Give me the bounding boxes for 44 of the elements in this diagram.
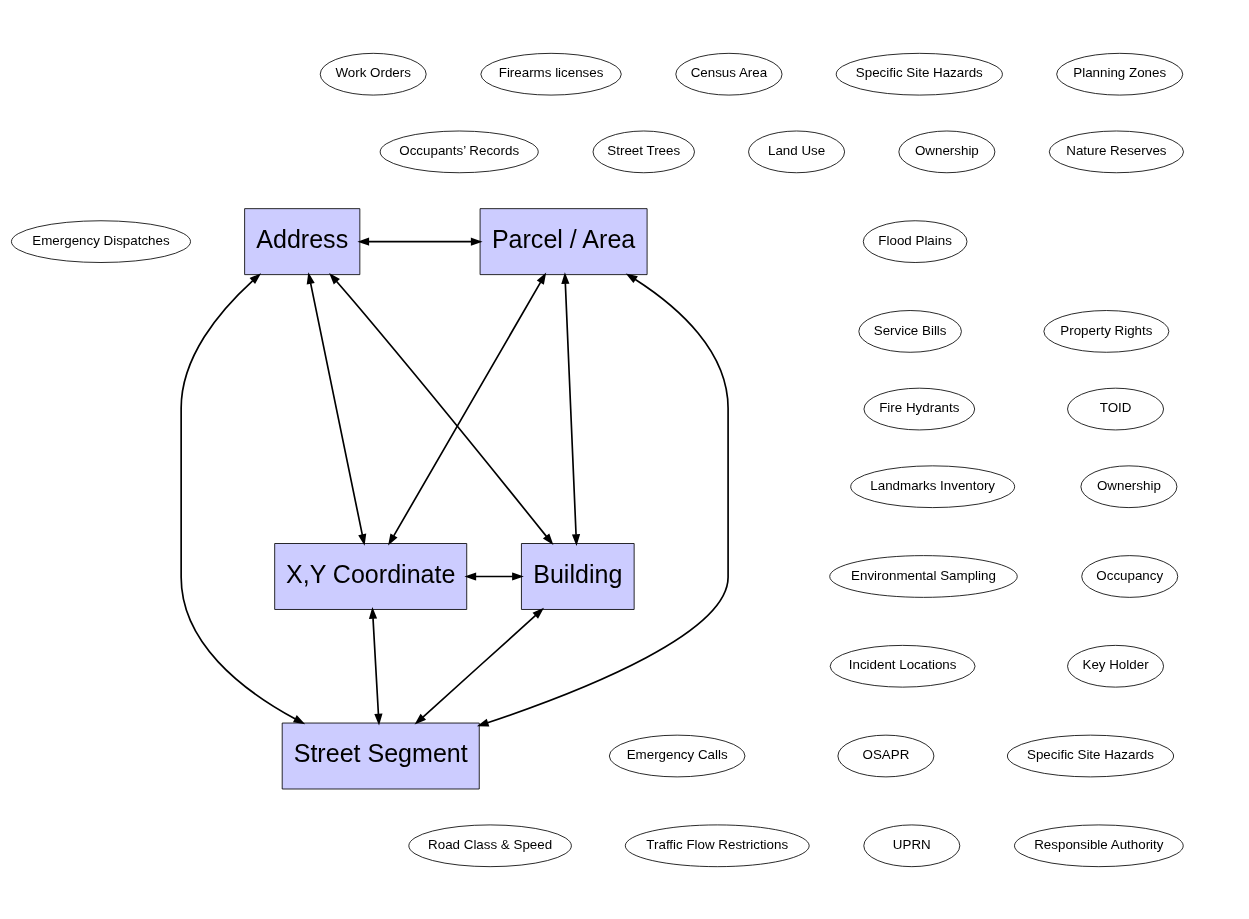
node-ellipse: Landmarks Inventory	[850, 464, 1016, 508]
node-ellipse: Nature Reserves	[1048, 130, 1184, 173]
node-ellipse: Work Orders	[319, 52, 427, 95]
arrow	[368, 606, 383, 725]
node-ellipse: Fire Hydrants	[863, 387, 976, 430]
node-box: Address	[244, 207, 361, 275]
node-ellipse: Traffic Flow Restrictions	[624, 824, 810, 867]
arrow	[357, 237, 483, 246]
node-box: Street Segment	[281, 722, 480, 789]
arrow	[414, 607, 544, 725]
node-box: X,Y Coordinate	[274, 542, 468, 610]
arrow	[180, 272, 306, 724]
arrow	[464, 571, 524, 581]
node-ellipse: Specific Site Hazards	[835, 52, 1003, 95]
arrow	[476, 272, 729, 727]
arrow	[329, 272, 554, 545]
arrow	[561, 271, 581, 546]
node-ellipse: Ownership	[898, 130, 996, 173]
node-ellipse: Occupancy	[1081, 554, 1179, 598]
node-ellipse: Emergency Calls	[608, 734, 746, 777]
node-ellipse: Environmental Sampling	[829, 554, 1018, 598]
node-ellipse: Responsible Authority	[1014, 824, 1184, 867]
node-ellipse: Planning Zones	[1056, 52, 1184, 95]
node-ellipse: Census Area	[675, 52, 783, 95]
node-ellipse: OSAPR	[837, 734, 935, 777]
node-ellipse: Occupants’ Records	[379, 130, 539, 173]
node-ellipse: UPRN	[863, 824, 961, 867]
node-ellipse: Incident Locations	[829, 644, 976, 688]
node-box: Building	[521, 542, 635, 610]
node-box: Parcel / Area	[479, 207, 648, 275]
node-ellipse: Ownership	[1080, 464, 1178, 508]
node-ellipse: Property Rights	[1043, 309, 1170, 353]
arrow	[306, 271, 367, 546]
node-ellipse: Key Holder	[1067, 644, 1164, 688]
arrow	[388, 272, 547, 546]
node-ellipse: Land Use	[748, 130, 845, 173]
node-ellipse: Firearms licenses	[480, 52, 622, 95]
node-ellipse: Specific Site Hazards	[1006, 734, 1174, 777]
node-ellipse: Street Trees	[592, 130, 695, 173]
node-ellipse: Flood Plains	[862, 219, 968, 263]
node-ellipse: Emergency Dispatches	[11, 219, 191, 263]
node-ellipse: Road Class & Speed	[408, 824, 572, 867]
node-ellipse: TOID	[1067, 387, 1164, 430]
node-ellipse: Service Bills	[858, 309, 962, 353]
